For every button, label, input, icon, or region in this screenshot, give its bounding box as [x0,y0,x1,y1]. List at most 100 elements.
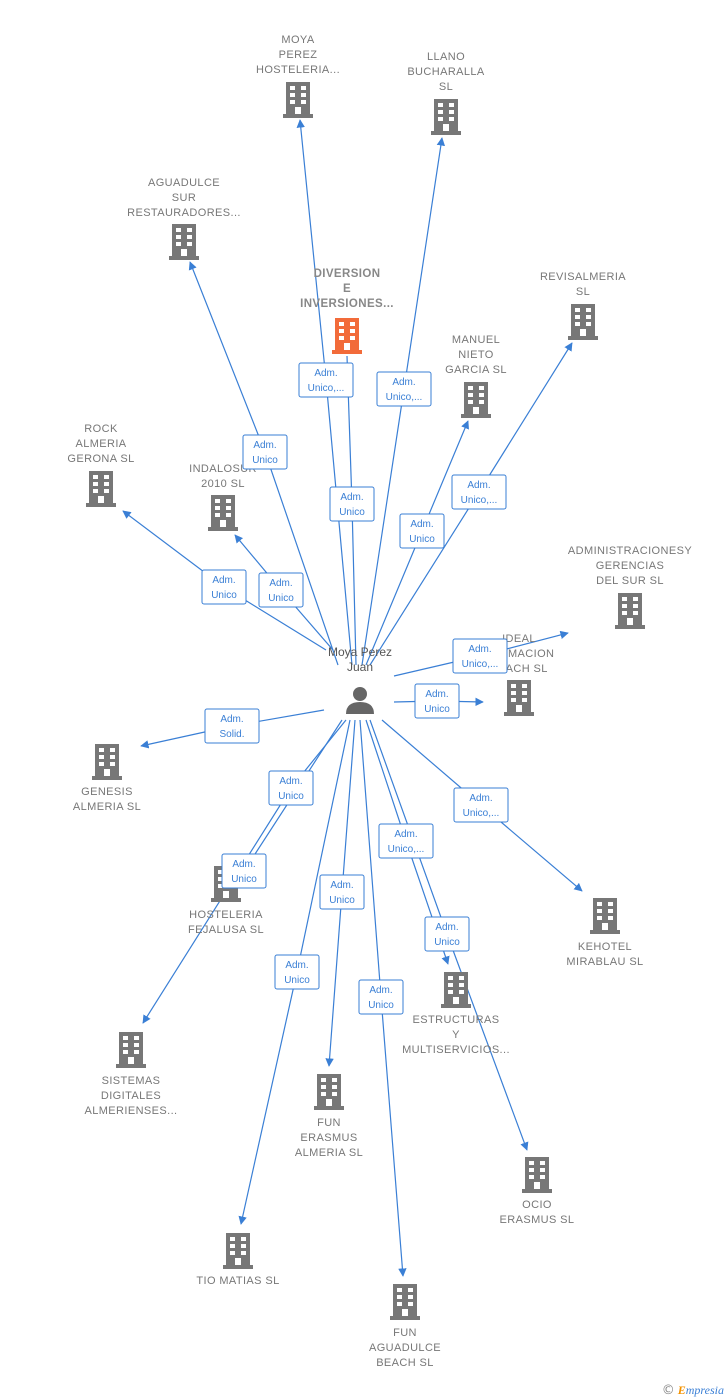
edge-label-box[interactable] [221,853,267,889]
edge-label-indalosur[interactable]: Adm.Unico [258,572,304,608]
company-label[interactable]: AGUADULCE [148,177,220,189]
company-label[interactable]: TIO MATIAS SL [196,1275,279,1287]
edge-label-box[interactable] [358,979,404,1015]
company-label[interactable]: Y [452,1029,460,1041]
company-label[interactable]: INVERSIONES... [300,298,394,310]
building-icon[interactable] [390,1284,420,1320]
company-label[interactable]: SISTEMAS [102,1075,161,1087]
building-icon[interactable] [116,1032,146,1068]
edge-label-box[interactable] [319,874,365,910]
company-node-fun_aguadulce[interactable]: FUN AGUADULCE BEACH SL [369,1284,441,1369]
company-label[interactable]: ERASMUS SL [500,1214,575,1226]
edge-label-box[interactable] [399,513,445,549]
company-node-ocio[interactable]: OCIO ERASMUS SL [500,1157,575,1226]
company-label[interactable]: ALMERIA [75,438,126,450]
person-icon[interactable] [346,687,374,714]
edge-label-estructuras[interactable]: Adm.Unico,... [378,823,434,859]
company-label[interactable]: RESTAURADORES... [127,207,241,219]
edge-label-diversion[interactable]: Adm.Unico [329,486,375,522]
edge-label-box[interactable] [378,823,434,859]
company-label[interactable]: OCIO [522,1199,552,1211]
edge-label-box[interactable] [452,638,508,674]
company-label[interactable]: KEHOTEL [578,941,632,953]
company-label[interactable]: DIVERSION [314,268,381,280]
company-node-rock[interactable]: ROCK ALMERIA GERONA SL [67,423,134,507]
edge-label-aguadulce_sur[interactable]: Adm.Unico [242,434,288,470]
company-label[interactable]: HOSTELERIA [189,909,263,921]
company-label[interactable]: REVISALMERIA [540,271,626,283]
edge-label-box[interactable] [201,569,247,605]
edge-label-box[interactable] [298,362,354,398]
company-label[interactable]: GERENCIAS [596,560,664,572]
edge-label-ideal[interactable]: Adm.Unico [414,683,460,719]
company-node-diversion[interactable]: DIVERSIONEINVERSIONES... [300,268,394,354]
edge-label-fun_erasmus[interactable]: Adm.Unico [319,874,365,910]
company-label[interactable]: BUCHARALLA [407,66,485,78]
building-icon[interactable] [208,495,238,531]
building-icon[interactable] [522,1157,552,1193]
company-label[interactable]: SUR [172,192,196,204]
building-icon[interactable] [431,99,461,135]
edge-label-manuel[interactable]: Adm.Unico [399,513,445,549]
edge-label-revisalmeria[interactable]: Adm.Unico,... [451,474,507,510]
edge-label-moya[interactable]: Adm.Unico,... [298,362,354,398]
edge-label-box[interactable] [376,371,432,407]
company-label[interactable]: MULTISERVICIOS... [402,1044,510,1056]
building-icon[interactable] [283,82,313,118]
company-label[interactable]: ADMINISTRACIONESY [568,545,692,557]
edge-label-sistemas[interactable]: Adm.Unico [268,770,314,806]
edge-label-box[interactable] [424,916,470,952]
company-label[interactable]: INDALOSUR [189,463,257,475]
company-label[interactable]: FUN [393,1327,417,1339]
building-icon[interactable] [314,1074,344,1110]
company-label[interactable]: PEREZ [279,49,318,61]
edge-label-box[interactable] [329,486,375,522]
building-icon[interactable] [169,224,199,260]
edge-label-rock[interactable]: Adm.Unico [201,569,247,605]
building-icon[interactable] [615,593,645,629]
edge-label-kehotel[interactable]: Adm.Unico,... [453,787,509,823]
company-label[interactable]: HOSTELERIA... [256,64,340,76]
edge-label-fun_aguadulce[interactable]: Adm.Unico [358,979,404,1015]
company-node-sistemas[interactable]: SISTEMASDIGITALESALMERIENSES... [84,1032,177,1117]
company-label[interactable]: 2010 SL [201,478,245,490]
company-label[interactable]: MIRABLAU SL [566,956,643,968]
company-label[interactable]: GERONA SL [67,453,134,465]
person-label[interactable]: Juan [347,660,373,674]
edge-label-box[interactable] [453,787,509,823]
company-label[interactable]: ALMERIA SL [73,801,141,813]
company-label[interactable]: MANUEL [452,334,500,346]
edge-label-box[interactable] [258,572,304,608]
company-node-moya[interactable]: MOYAPEREZHOSTELERIA... [256,34,340,118]
edge-label-box[interactable] [274,954,320,990]
company-label[interactable]: ALMERIA SL [295,1147,363,1159]
edge-label-ocio[interactable]: Adm.Unico [424,916,470,952]
edge-label-genesis[interactable]: Adm.Solid. [204,708,260,744]
company-label[interactable]: FEJALUSA SL [188,924,264,936]
edge-label-box[interactable] [414,683,460,719]
company-node-kehotel[interactable]: KEHOTEL MIRABLAU SL [566,898,643,968]
company-label[interactable]: ALMERIENSES... [84,1105,177,1117]
building-icon[interactable] [86,471,116,507]
company-label[interactable]: ROCK [84,423,118,435]
building-icon[interactable] [441,972,471,1008]
building-icon[interactable] [590,898,620,934]
company-node-estructuras[interactable]: ESTRUCTURASYMULTISERVICIOS... [402,972,510,1056]
company-node-indalosur[interactable]: INDALOSUR 2010 SL [189,463,257,531]
building-icon[interactable] [568,304,598,340]
company-node-aguadulce_sur[interactable]: AGUADULCE SUR RESTAURADORES... [127,177,241,260]
company-node-hosteleria[interactable]: HOSTELERIA FEJALUSA SL [188,866,264,936]
building-icon[interactable] [332,318,362,354]
company-label[interactable]: AGUADULCE [369,1342,441,1354]
edge-label-llano[interactable]: Adm.Unico,... [376,371,432,407]
company-label[interactable]: NIETO [458,349,493,361]
company-label[interactable]: BEACH SL [376,1357,434,1369]
footer-brand[interactable]: ©Empresia [662,1383,724,1398]
